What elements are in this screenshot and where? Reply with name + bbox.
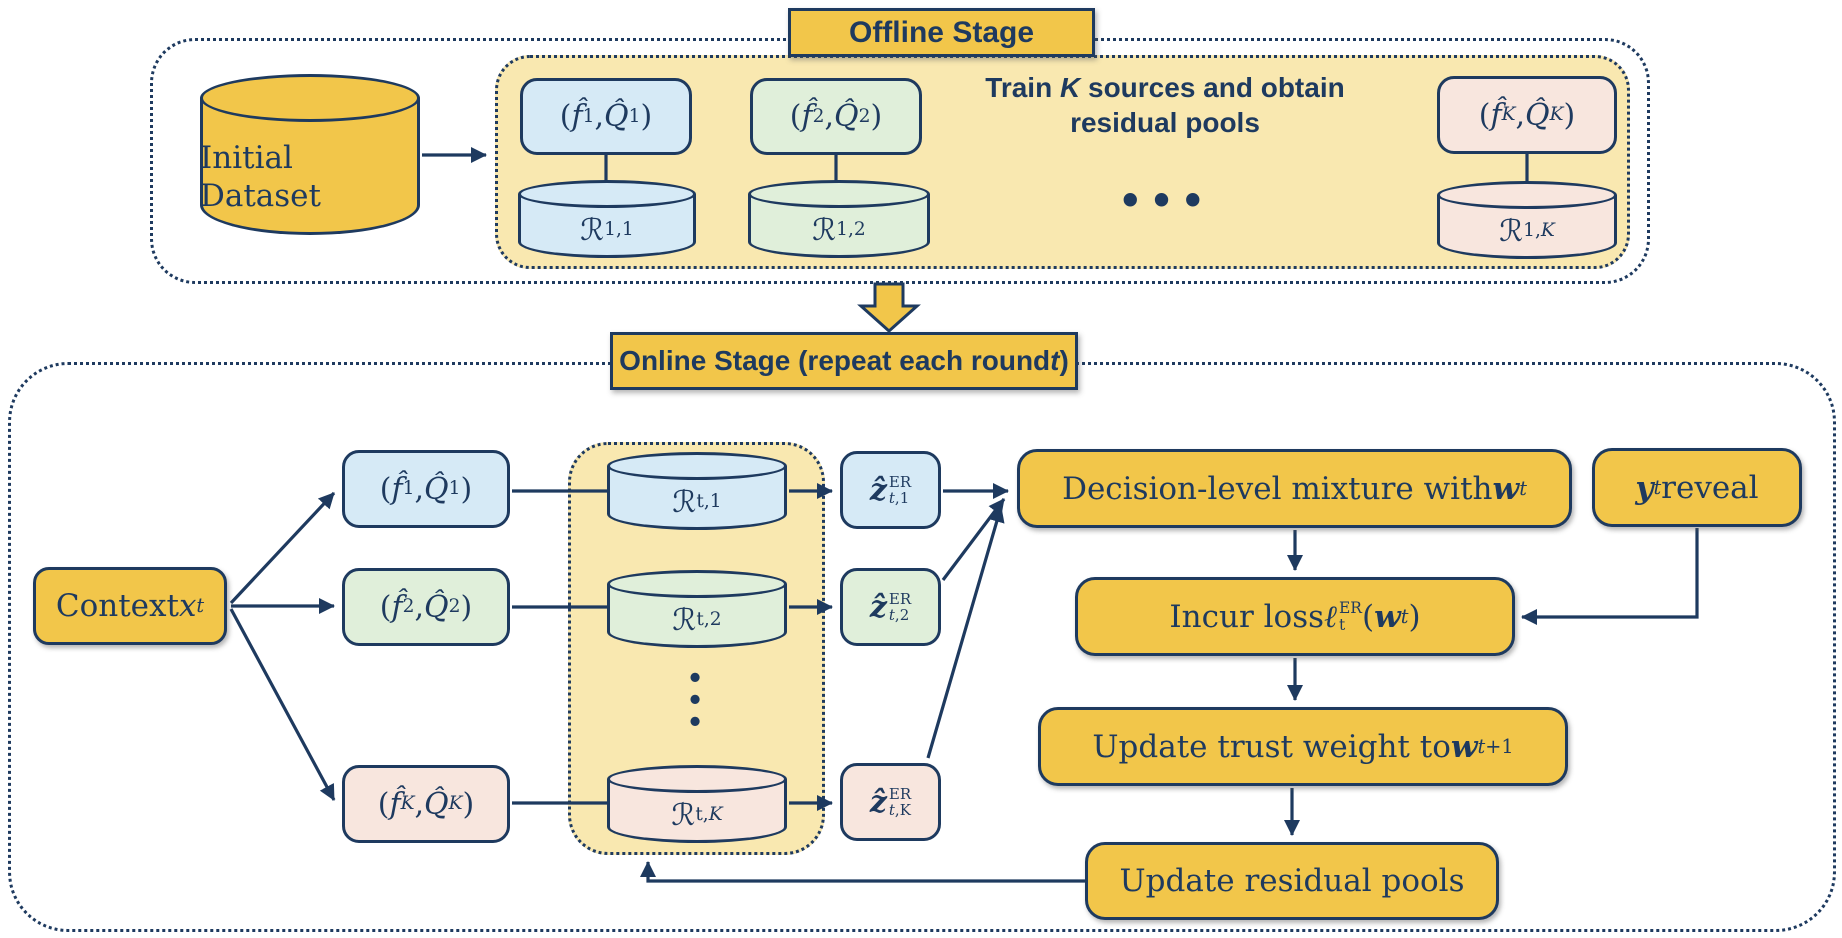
online-stage-title: Online Stage (repeat each round t) bbox=[610, 332, 1078, 390]
cylinder-top bbox=[200, 74, 420, 122]
offline-stage-title: Offline Stage bbox=[788, 8, 1095, 57]
online-model-box-2: (f̂2, Q̂2) bbox=[342, 568, 510, 646]
initial-dataset-cylinder: Initial Dataset bbox=[200, 74, 420, 235]
training-note: Train K sources and obtain residual pool… bbox=[985, 72, 1345, 138]
offline-model-box-2: (f̂2, Q̂2) bbox=[750, 78, 922, 155]
online-model-box-1: (f̂1, Q̂1) bbox=[342, 450, 510, 528]
update-residual-pools-box: Update residual pools bbox=[1085, 842, 1499, 920]
initial-dataset-label: Initial Dataset bbox=[200, 140, 321, 214]
cylinder-top bbox=[607, 452, 787, 480]
ellipsis-icon: ••• bbox=[1118, 178, 1212, 223]
cylinder-top bbox=[518, 180, 696, 208]
online-model-box-k: (f̂K, Q̂K) bbox=[342, 765, 510, 843]
stage-transition-arrow bbox=[857, 282, 921, 334]
offline-model-box-k: (f̂K, Q̂K) bbox=[1437, 76, 1617, 154]
cylinder-top bbox=[748, 180, 930, 208]
vertical-ellipsis-icon: ••• bbox=[686, 664, 704, 739]
cylinder-top bbox=[607, 570, 787, 598]
cylinder-top bbox=[607, 765, 787, 793]
offline-model-box-1: (f̂1, Q̂1) bbox=[520, 78, 692, 155]
online-stage-region bbox=[8, 362, 1836, 932]
